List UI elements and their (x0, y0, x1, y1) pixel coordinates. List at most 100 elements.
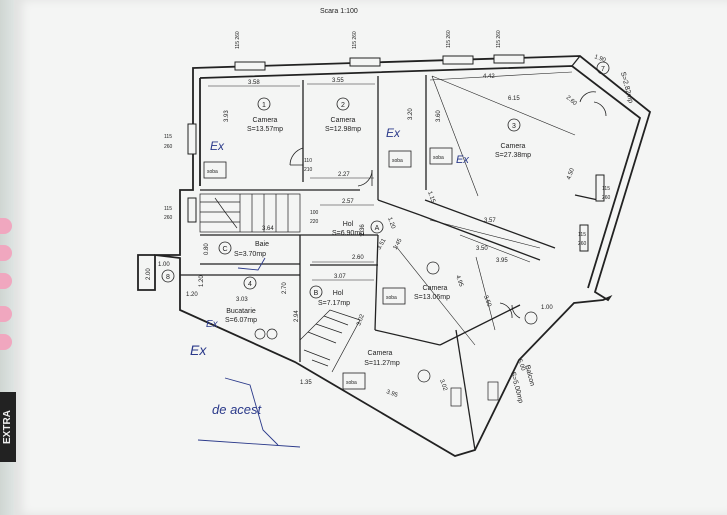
room-area: S=11.27mp (364, 360, 400, 367)
opening-label: 115 260 (446, 30, 452, 48)
dim-label: 1.20 (386, 217, 396, 231)
opening-label: 115 (578, 232, 586, 238)
stove-labels: soba soba soba soba soba (207, 155, 444, 386)
room-name: Hol (333, 290, 344, 297)
opening-label: 115 (164, 134, 172, 140)
room-number: 7 (601, 66, 605, 73)
dim-label: 3.07 (334, 274, 346, 280)
room-name: Bucatarie (226, 308, 256, 315)
dim-label: 1.15 (426, 191, 436, 205)
dim-label: 3.50 (476, 246, 488, 252)
room-area: S=27.38mp (495, 152, 531, 159)
dim-label: 4.95 (454, 275, 464, 289)
windows (187, 54, 605, 252)
dim-label: 3.51 (377, 237, 388, 251)
room-name: Camera (368, 350, 393, 357)
dim-label: 4.42 (483, 74, 495, 80)
handwritten-note: Ex (206, 319, 219, 330)
interior-walls (180, 55, 599, 451)
room-number: C (222, 246, 227, 253)
dim-label: 5.00 (516, 359, 526, 373)
dim-label: 1.20 (199, 275, 205, 287)
handwritten-note: Ex (456, 154, 469, 166)
fixtures (254, 261, 538, 407)
room-area: S=2.82mp (619, 71, 634, 104)
opening-label: 115 260 (496, 30, 502, 48)
room-badge-labels: 1 2 3 A C 4 B 8 7 (166, 66, 605, 297)
handwriting-strokes (197, 257, 301, 448)
dim-label: 1.00 (541, 305, 553, 311)
dim-label: 3.55 (332, 78, 344, 84)
binder-tab (0, 218, 12, 234)
dim-label: 1.45 (393, 237, 404, 251)
opening-label: 115 260 (352, 31, 358, 49)
dim-label: 2.00 (146, 268, 152, 280)
stoves (203, 147, 453, 390)
room-name: Camera (501, 143, 526, 150)
dim-label: 4.50 (566, 167, 576, 181)
room-name: Camera (331, 117, 356, 124)
handwritten-note: Ex (190, 342, 207, 358)
dim-label: 3.50 (482, 295, 492, 309)
dimension-lines (208, 71, 576, 346)
opening-label: 260 (602, 195, 611, 201)
room-badges (161, 61, 610, 299)
door-label: 220 (310, 219, 319, 225)
opening-label: 115 (602, 186, 610, 192)
dim-label: 3.64 (262, 226, 274, 232)
binder-tab (0, 306, 12, 322)
dim-label: 3.02 (356, 313, 366, 327)
room-name: Balcon (523, 364, 535, 387)
dim-label: 2.57 (342, 199, 354, 205)
opening-label: 260 (164, 215, 173, 221)
room-name: Camera (253, 117, 278, 124)
dimension-labels: 3.58 3.55 4.42 6.15 3.93 3.20 3.60 2.27 … (146, 54, 607, 399)
dim-label: 3.95 (385, 389, 399, 399)
dim-label: 2.27 (338, 172, 350, 178)
door-label: 210 (304, 167, 313, 173)
dim-label: 3.95 (496, 258, 508, 264)
room-number: 8 (166, 274, 170, 281)
scale-label: Scara 1:100 (320, 8, 358, 15)
room-number: B (314, 290, 319, 297)
stove-label: soba (207, 169, 218, 175)
room-area: S=6.07mp (225, 317, 257, 324)
staircase-lower (299, 309, 361, 373)
room-area: S=6.90mp (332, 230, 364, 237)
opening-label: 260 (578, 241, 587, 247)
opening-labels: 115 260 115 260 115 260 115 260 115 260 … (164, 30, 611, 247)
stove-label: soba (392, 158, 403, 164)
room-number: 4 (248, 281, 252, 288)
dim-label: 3.93 (224, 110, 230, 122)
room-number: A (375, 225, 380, 232)
dim-label: 2.60 (352, 255, 364, 261)
handwritten-note: Ex (386, 126, 401, 140)
dim-label: 2.36 (360, 224, 366, 236)
room-area: S=12.98mp (325, 126, 361, 133)
stove-label: soba (433, 155, 444, 161)
room-number: 3 (512, 123, 516, 130)
door-label: 100 (310, 210, 319, 216)
binder-tab (0, 245, 12, 261)
dim-label: 1.00 (158, 262, 170, 268)
staircase-upper (199, 193, 301, 233)
dim-label: 2.94 (294, 310, 300, 322)
dim-label: 3.58 (248, 80, 260, 86)
paper-sheet (14, 0, 727, 515)
room-area: S=13.06mp (414, 294, 450, 301)
dim-label: 1.20 (186, 292, 198, 298)
binder-tab (0, 273, 12, 289)
room-area: S=5.00mp (509, 371, 524, 404)
room-area: S=3.70mp (234, 251, 266, 258)
stove-label: soba (346, 380, 357, 386)
dim-label: 3.03 (236, 297, 248, 303)
opening-label: 260 (164, 144, 173, 150)
door-swings (289, 91, 607, 319)
room-name: Camera (423, 285, 448, 292)
outer-walls (137, 55, 652, 457)
opening-label: 115 260 (235, 31, 241, 49)
room-labels: Camera S=13.57mp Camera S=12.98mp Camera… (225, 71, 634, 404)
room-area: S=13.57mp (247, 126, 283, 133)
handwritten-note: Ex (210, 139, 225, 153)
